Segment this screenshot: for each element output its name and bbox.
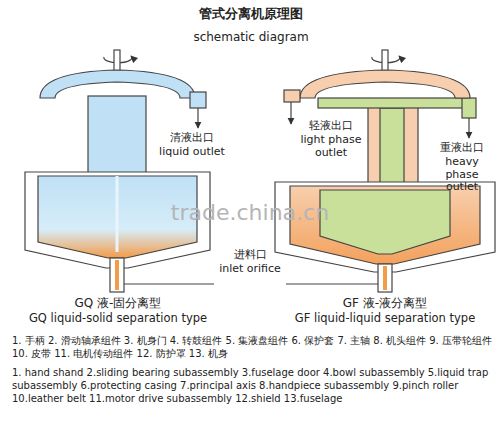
fuselage <box>275 182 495 272</box>
outlet-arrow <box>197 108 198 128</box>
type-caption: GQ 液-固分离型 <box>13 297 223 311</box>
type-caption: GF liquid-liquid separation type <box>275 312 495 325</box>
heavy-spout <box>462 98 476 118</box>
parts-list: 1. 手柄 2. 滑动轴承组件 3. 机身门 4. 转鼓组件 5. 集液盘组件 … <box>12 334 492 360</box>
outlet-label: 轻液出口 <box>298 120 364 133</box>
heavy-phase-core <box>320 190 450 254</box>
outlet-label: light phase outlet <box>298 134 364 159</box>
heavy-core-neck <box>380 108 404 184</box>
subtitle: schematic diagram <box>151 31 351 45</box>
bowl-neck <box>368 104 418 184</box>
inlet-pipe <box>110 258 124 292</box>
heavy-trap <box>318 98 466 108</box>
bowl-axis <box>116 176 119 252</box>
outlet-label: liquid outlet <box>152 146 232 159</box>
outlet-label: 重液出口 <box>429 142 495 155</box>
inlet-label: inlet orifice <box>205 263 295 276</box>
bowl-neck <box>88 96 146 174</box>
light-trap <box>300 70 470 98</box>
type-caption: GF 液-液分离型 <box>280 297 490 311</box>
outlet-label: 清液出口 <box>152 132 232 145</box>
type-caption: GQ liquid-solid separation type <box>8 312 228 325</box>
liquid-trap <box>40 70 195 98</box>
title: 管式分离机原理图 <box>151 6 351 22</box>
leader-line <box>286 284 378 285</box>
feed-stream <box>383 266 387 290</box>
outlet-label: heavy phase outlet <box>429 156 495 194</box>
gf-separator <box>275 50 495 292</box>
watermark: trade.china.cn <box>140 200 360 225</box>
leader-line <box>124 284 214 285</box>
outlet-arrow <box>468 118 469 138</box>
gq-separator <box>25 50 210 292</box>
feed-stream <box>115 260 119 290</box>
parts-list: 1. hand shand 2.sliding bearing subassem… <box>12 366 492 405</box>
inlet-pipe <box>378 264 392 292</box>
inlet-label: 进料口 <box>210 249 290 262</box>
light-spout <box>284 90 300 102</box>
outlet-arrow <box>290 102 291 124</box>
outlet-spout <box>190 92 206 108</box>
